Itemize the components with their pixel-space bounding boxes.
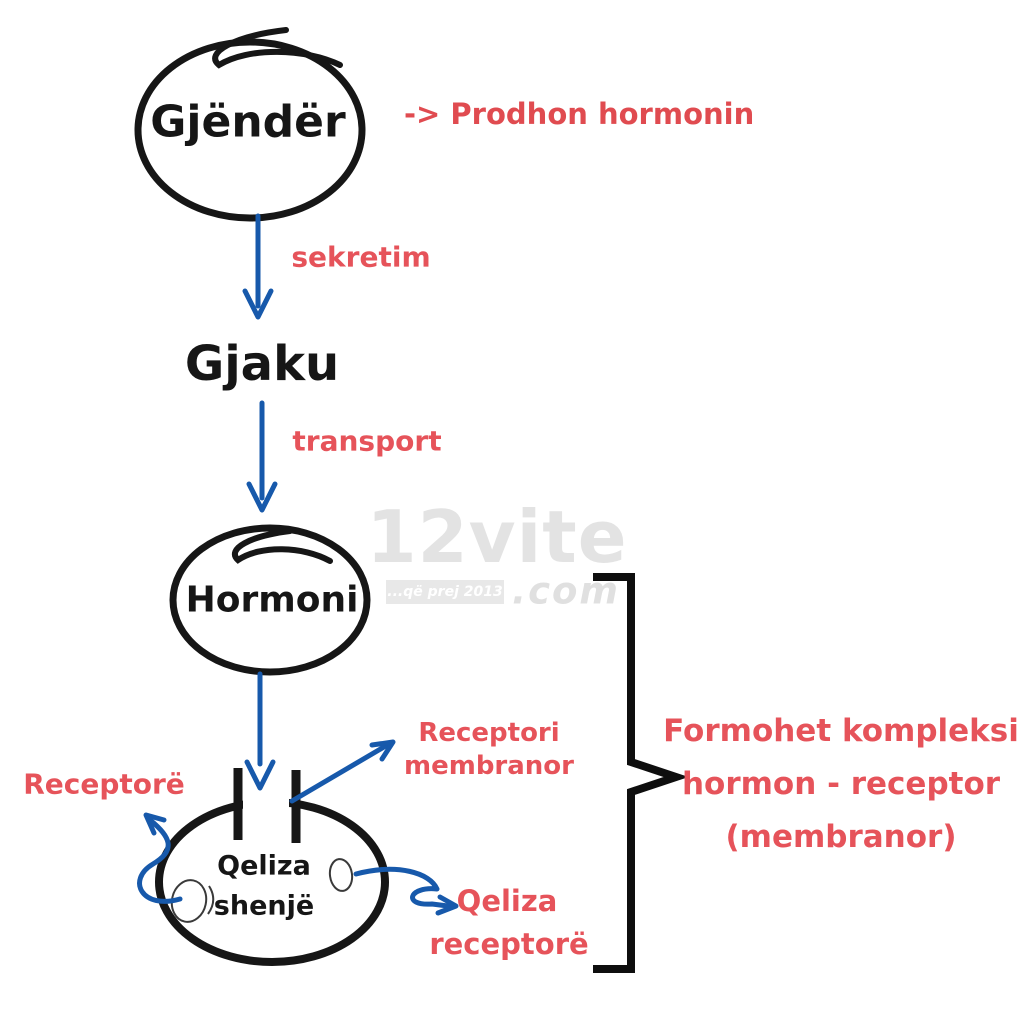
- target-cell-ellipse: [155, 792, 389, 966]
- transport-arrow-icon: [246, 400, 278, 513]
- secretion-arrow-icon: [242, 213, 274, 320]
- membrane-receptor-bars: [233, 768, 301, 843]
- watermark-tagline: ...që prej 2013: [387, 584, 503, 600]
- complex-note-line3: (membranor): [725, 819, 957, 855]
- blood-label: Gjaku: [184, 336, 340, 392]
- hormone-to-cell-arrow-icon: [244, 671, 276, 791]
- complex-note-line2: hormon - receptor: [681, 766, 1001, 802]
- watermark-brand: 12vite: [366, 495, 628, 579]
- membrane-receptor-arrow-icon: [289, 739, 396, 804]
- secretion-label: sekretim: [291, 240, 431, 274]
- gland-ellipse: [134, 27, 366, 222]
- gland-note: -> Prodhon hormonin: [404, 97, 755, 131]
- receptor-cell-label-line2: receptorë: [429, 927, 589, 961]
- receptor-cell-label-line1: Qeliza: [456, 884, 558, 918]
- receptor-cell-squiggle-arrow-icon: [353, 866, 459, 916]
- receptors-label: Receptorë: [23, 767, 185, 801]
- watermark-tagline-box: ...që prej 2013: [386, 580, 504, 604]
- complex-note-line1: Formohet kompleksi: [663, 713, 1019, 749]
- vesicle-left: [170, 879, 215, 923]
- vesicle-right: [328, 858, 354, 892]
- receptors-squiggle-arrow-icon: [137, 812, 183, 904]
- target-cell-label-line1: Qeliza: [217, 850, 311, 882]
- membrane-receptor-label-line1: Receptori: [418, 718, 560, 748]
- gland-label: Gjëndër: [150, 96, 346, 148]
- transport-label: transport: [292, 424, 442, 458]
- complex-bracket: [593, 573, 689, 973]
- hormone-ellipse: [169, 524, 371, 676]
- hormone-label: Hormoni: [185, 579, 359, 621]
- target-cell-label-line2: shenjë: [213, 890, 315, 922]
- membrane-receptor-label-line2: membranor: [404, 751, 574, 781]
